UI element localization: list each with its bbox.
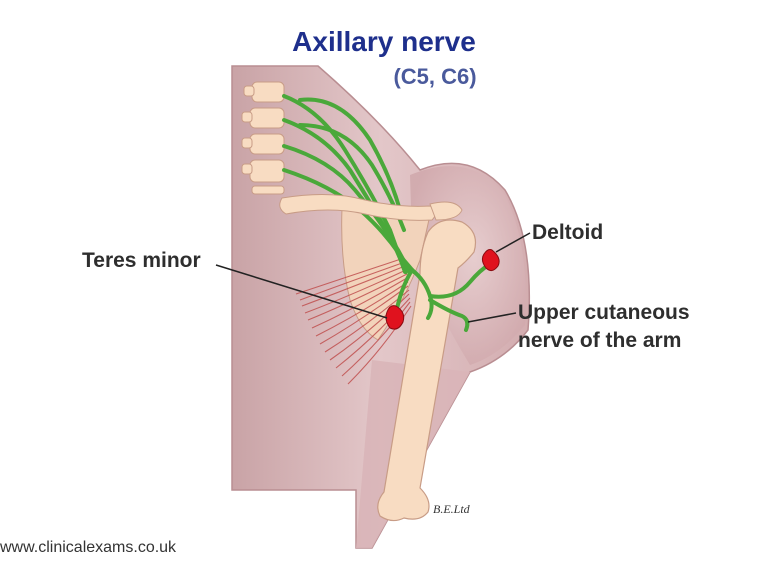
artist-signature: B.E.Ltd xyxy=(433,502,470,516)
leader-lines xyxy=(215,232,531,323)
teres-minor-target-marker xyxy=(385,305,405,330)
cervical-vertebrae xyxy=(241,81,285,195)
label-teres-minor: Teres minor xyxy=(82,249,201,272)
label-deltoid: Deltoid xyxy=(532,221,604,244)
diagram-title: Axillary nerve xyxy=(292,26,476,57)
clavicle xyxy=(279,193,436,221)
label-upper-cutaneous-nerve: Upper cutaneous nerve of the arm xyxy=(518,299,690,355)
acromion xyxy=(429,201,463,221)
deltoid-target-marker xyxy=(481,249,500,272)
teres-minor-muscle xyxy=(295,257,412,385)
website-footer: www.clinicalexams.co.uk xyxy=(0,539,177,556)
label-upper-cutaneous-line2: nerve of the arm xyxy=(518,329,682,352)
diagram-subtitle: (C5, C6) xyxy=(393,64,477,89)
label-upper-cutaneous-line1: Upper cutaneous xyxy=(518,301,690,324)
